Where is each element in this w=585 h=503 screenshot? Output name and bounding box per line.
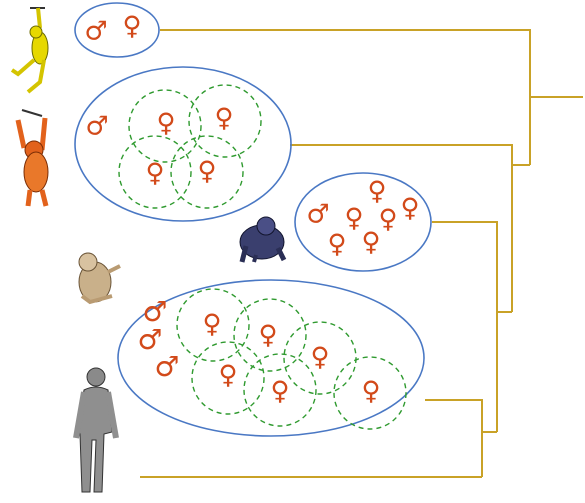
territory-circle (188, 84, 262, 158)
human-icon (73, 367, 119, 493)
male-symbol: ♂ (142, 295, 167, 328)
female-symbol: ♀ (145, 159, 164, 189)
territory-circle (170, 135, 244, 209)
female-symbol: ♀ (122, 12, 141, 42)
female-symbol: ♀ (400, 194, 419, 224)
female-symbol: ♀ (218, 361, 237, 391)
gibbon-group (74, 2, 160, 58)
gorilla-icon (239, 216, 287, 263)
chimpanzee-icon (78, 252, 121, 305)
female-symbol: ♀ (214, 104, 233, 134)
territory-circle (118, 135, 192, 209)
female-symbol: ♀ (310, 343, 329, 373)
tree-branch-gorilla (432, 221, 498, 432)
female-symbol: ♀ (197, 157, 216, 187)
male-symbol: ♂ (84, 17, 107, 47)
human-group (117, 279, 425, 437)
tree-branch-chimp-human (425, 399, 483, 477)
female-symbol: ♀ (361, 377, 380, 407)
female-symbol: ♀ (361, 228, 380, 258)
female-symbol: ♀ (156, 109, 175, 139)
female-symbol: ♀ (270, 377, 289, 407)
male-symbol: ♂ (306, 200, 329, 230)
orangutan-icon (15, 109, 49, 207)
female-symbol: ♀ (258, 321, 277, 351)
gorilla-group (294, 172, 432, 272)
female-symbol: ♀ (327, 230, 346, 260)
territory-circle (191, 341, 265, 415)
territories (118, 84, 407, 430)
territory-circle (333, 356, 407, 430)
sex-symbols: ♂ ♀ ♂ ♀ ♀ ♀ ♀ ♂ ♀ ♀ ♀ ♀ ♀ ♀ ♂ ♂ ♂ ♀ ♀ ♀ … (84, 12, 419, 407)
male-symbol: ♂ (85, 112, 108, 142)
tree-branch-gibbon (160, 29, 531, 165)
territory-circle (243, 353, 317, 427)
orangutan-group (74, 66, 292, 222)
female-symbol: ♀ (367, 177, 386, 207)
female-symbol: ♀ (202, 310, 221, 340)
male-symbol: ♂ (154, 350, 179, 383)
group-ellipses (74, 2, 432, 437)
territory-circle (233, 298, 307, 372)
territory-circle (128, 89, 202, 163)
gibbon-icon (10, 7, 49, 94)
female-symbol: ♀ (378, 205, 397, 235)
phylogenetic-tree (140, 29, 583, 478)
territory-circle (176, 288, 250, 362)
male-symbol: ♂ (137, 323, 162, 356)
tree-branch-orangutan (290, 144, 513, 312)
territory-circle (283, 321, 357, 395)
female-symbol: ♀ (344, 204, 363, 234)
